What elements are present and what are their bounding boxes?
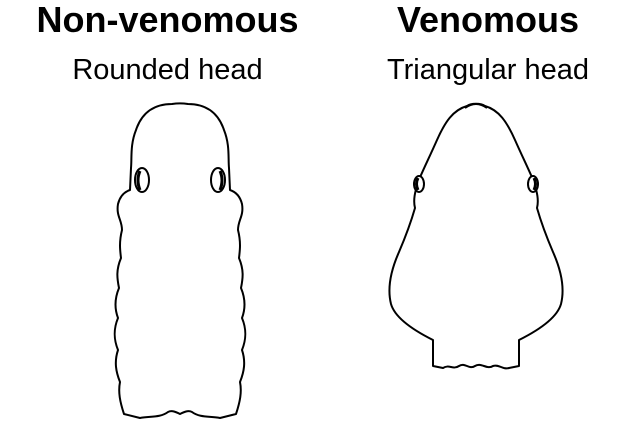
right-eye-pupil xyxy=(220,171,222,190)
triangular-head-drawing xyxy=(385,100,570,380)
venomous-title: Venomous xyxy=(396,0,580,40)
triangular-head-outline xyxy=(389,104,562,369)
nonvenomous-panel: Non-venomous Rounded head xyxy=(36,0,299,429)
venomous-panel: Venomous Triangular head xyxy=(335,0,641,429)
nonvenomous-title: Non-venomous xyxy=(36,0,299,40)
venomous-subtitle: Triangular head xyxy=(386,54,590,86)
rounded-head-drawing xyxy=(100,100,260,425)
rounded-head-outline xyxy=(115,103,246,418)
right-eye-pupil xyxy=(534,178,536,190)
snout-scale xyxy=(465,104,487,108)
left-eye-pupil xyxy=(417,178,419,190)
left-eye-pupil xyxy=(138,171,140,190)
nonvenomous-subtitle: Rounded head xyxy=(72,54,263,86)
